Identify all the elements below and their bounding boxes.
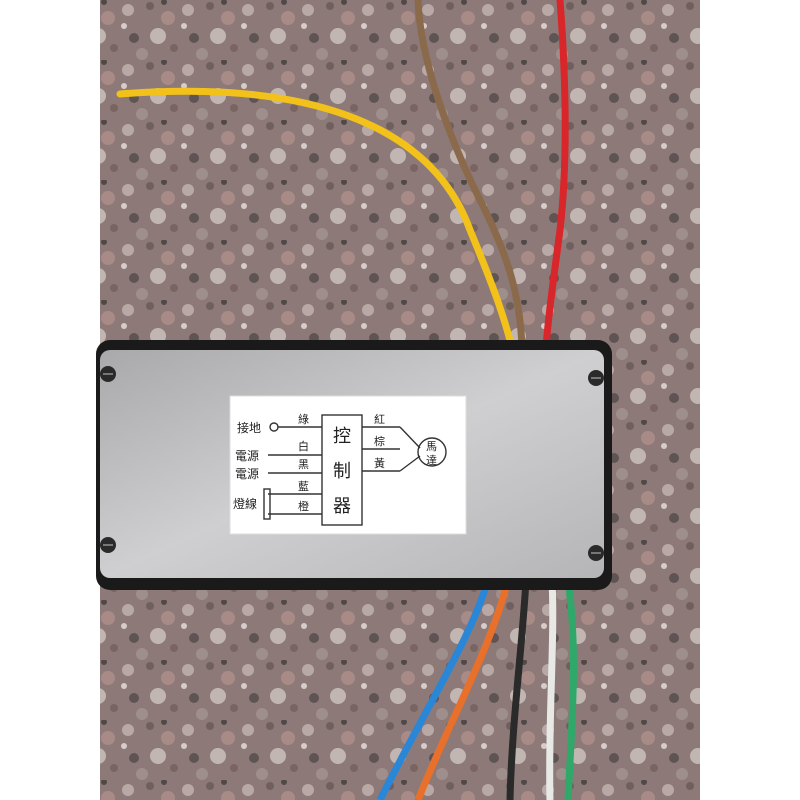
white-wire [546, 579, 557, 800]
label-light-wire: 燈線 [233, 496, 257, 511]
label-ground: 接地 [237, 420, 261, 435]
label-motor-1: 馬 [426, 440, 437, 453]
label-wire-red: 紅 [374, 413, 385, 426]
red-wire [542, 0, 569, 352]
label-wire-brown: 棕 [374, 434, 385, 448]
blue-wire [376, 578, 492, 800]
wiring-diagram-lines [263, 414, 447, 526]
screw-top-left [100, 366, 116, 382]
label-wire-black: 黑 [298, 458, 309, 471]
label-controller-3: 器 [333, 496, 351, 517]
brown-wire [414, 0, 526, 352]
label-wire-green: 綠 [298, 413, 309, 426]
label-controller-1: 控 [333, 426, 351, 447]
black-wire [506, 579, 530, 800]
screw-bottom-left [100, 537, 116, 553]
yellow-wire [116, 87, 516, 352]
orange-wire [414, 579, 512, 800]
screw-bottom-right [588, 545, 604, 561]
label-controller-2: 制 [333, 461, 351, 482]
label-wire-orange: 橙 [298, 499, 309, 513]
label-wire-yellow: 黃 [374, 457, 385, 470]
green-wire [564, 579, 577, 800]
screw-top-right [588, 370, 604, 386]
label-wire-white: 白 [298, 439, 309, 453]
label-motor-2: 達 [426, 454, 437, 467]
label-power-2: 電源 [235, 467, 259, 481]
label-wire-blue: 藍 [298, 480, 309, 493]
label-power-1: 電源 [235, 449, 259, 463]
